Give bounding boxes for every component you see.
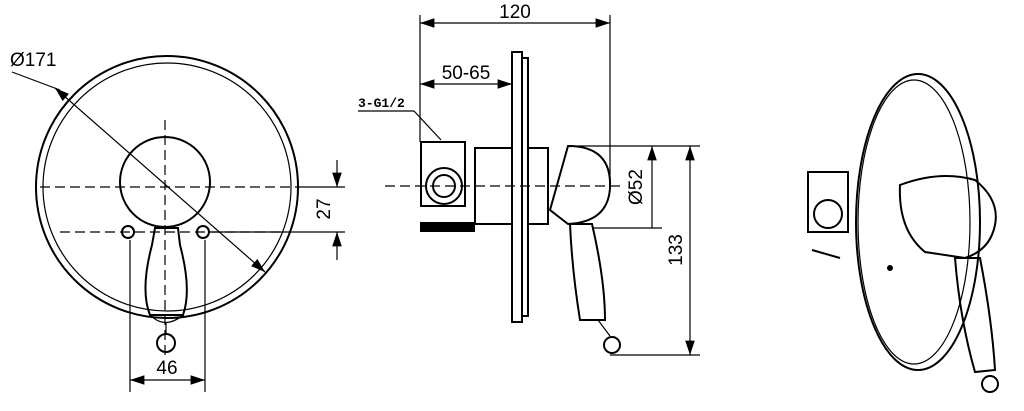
- height-dimension: 133: [666, 234, 687, 266]
- perspective-plate: [855, 73, 981, 371]
- side-view: 120 50-65 3-G1/2 Ø52 133: [358, 2, 700, 356]
- perspective-handle: [953, 257, 997, 374]
- front-width-dimension: 46: [156, 358, 177, 379]
- wall-plate: [511, 51, 523, 323]
- side-handle: [568, 223, 607, 321]
- side-handle-knob: [603, 336, 621, 354]
- thread-label: 3-G1/2: [358, 96, 405, 111]
- front-view: 46 Ø171 27: [10, 50, 345, 392]
- handle: [144, 227, 188, 316]
- perspective-knob: [981, 375, 999, 393]
- handle-dome: [548, 144, 612, 226]
- depth-dimension: 120: [499, 2, 531, 23]
- valve-box: [420, 141, 466, 207]
- front-offset-dimension: 27: [314, 198, 335, 219]
- hub-diameter-dimension: Ø52: [626, 169, 647, 205]
- wall-depth-dimension: 50-65: [442, 63, 491, 84]
- handle-knob: [156, 333, 176, 353]
- perspective-dome: [898, 175, 997, 260]
- perspective-valve-box: [807, 171, 849, 233]
- front-diameter-dimension: Ø171: [10, 50, 56, 71]
- perspective-view: [807, 73, 999, 393]
